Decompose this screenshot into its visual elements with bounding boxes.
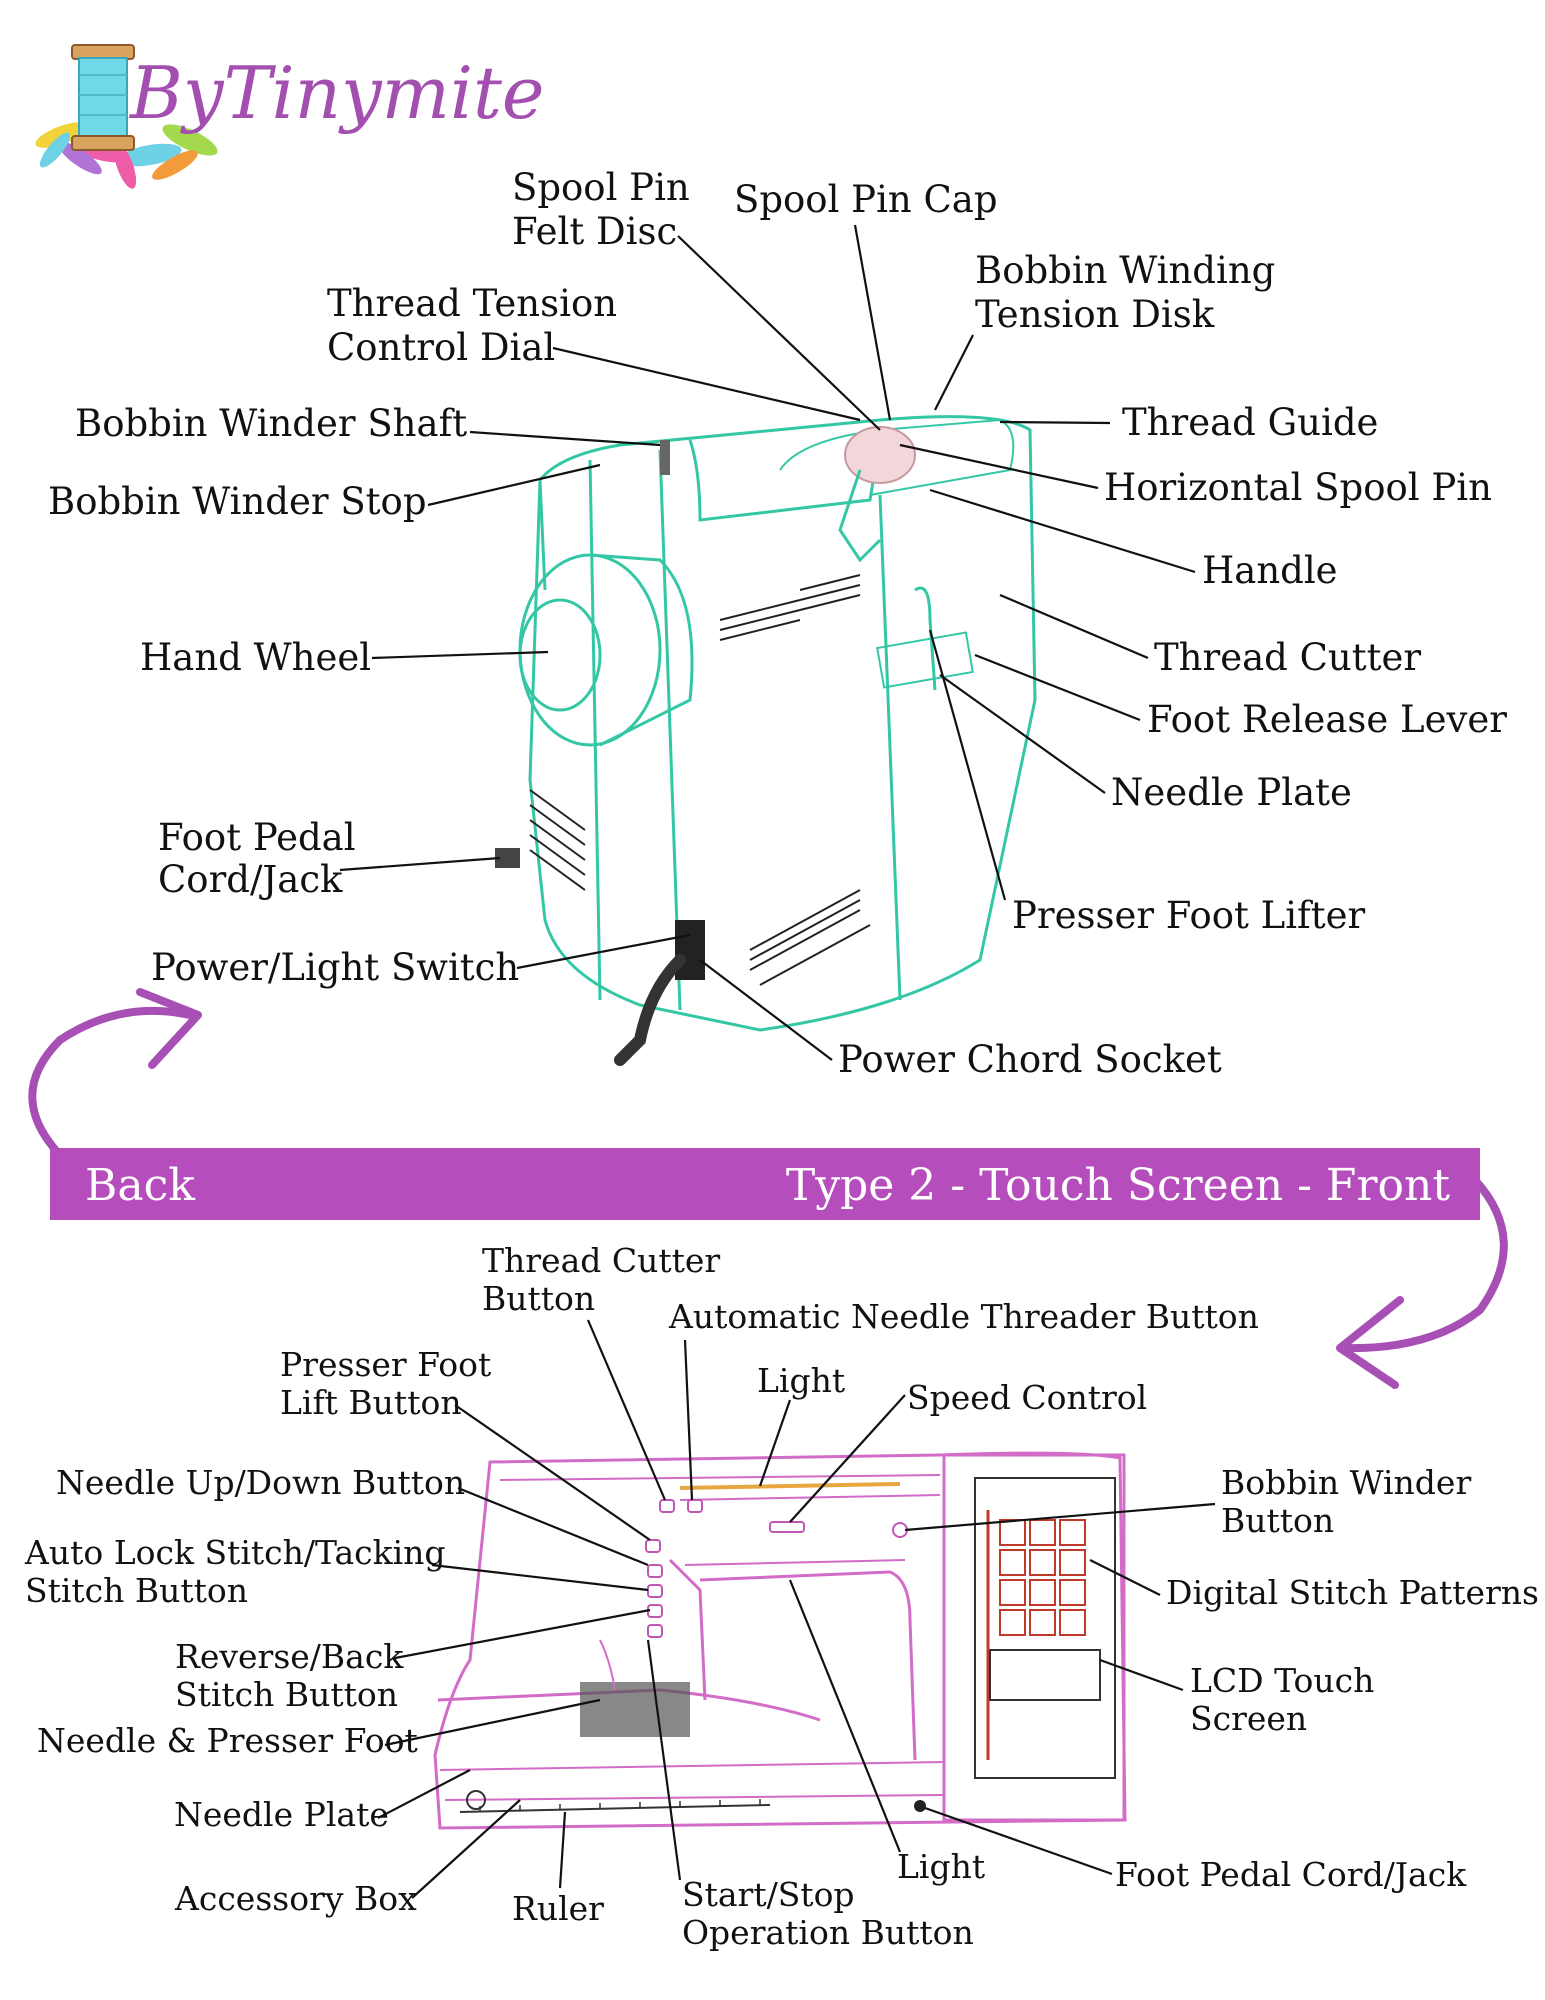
- front-arrow-icon: [1336, 1176, 1508, 1389]
- label-foot-pedal-cord-jack-line2: Cord/Jack: [158, 858, 343, 901]
- front-labels: Thread Cutter Button Automatic Needle Th…: [24, 1241, 1539, 1952]
- label-start-stop-line1: Start/Stop: [682, 1875, 855, 1914]
- label-foot-pedal-cord-jack-line1: Foot Pedal: [158, 816, 356, 859]
- back-machine-illustration: [495, 415, 1037, 1066]
- label-start-stop-line2: Operation Button: [682, 1913, 974, 1952]
- label-presser-foot-lift-button-line2: Lift Button: [280, 1383, 462, 1422]
- label-bobbin-winder-button-line2: Button: [1221, 1501, 1334, 1540]
- label-lcd-touch-screen-line1: LCD Touch: [1190, 1661, 1374, 1700]
- label-ruler: Ruler: [512, 1889, 604, 1928]
- label-bobbin-winder-stop: Bobbin Winder Stop: [48, 480, 427, 523]
- label-thread-tension-control-dial-line2: Control Dial: [327, 326, 555, 369]
- label-thread-tension-control-dial-line1: Thread Tension: [327, 282, 617, 325]
- label-needle-presser-foot: Needle & Presser Foot: [37, 1721, 418, 1760]
- label-power-light-switch: Power/Light Switch: [151, 946, 519, 989]
- spool-icon: [71, 44, 135, 151]
- label-foot-pedal-cord-jack: Foot Pedal Cord/Jack: [1115, 1855, 1467, 1894]
- label-power-chord-socket: Power Chord Socket: [838, 1038, 1222, 1081]
- label-spool-pin-felt-disc-line2: Felt Disc: [512, 210, 677, 253]
- label-bobbin-winder-button-line1: Bobbin Winder: [1221, 1463, 1471, 1502]
- logo: ByTinymite: [35, 44, 545, 189]
- label-speed-control: Speed Control: [907, 1378, 1147, 1417]
- label-automatic-needle-threader-button: Automatic Needle Threader Button: [668, 1297, 1259, 1336]
- front-machine-illustration: [433, 1451, 1127, 1830]
- label-reverse-back-stitch-line1: Reverse/Back: [175, 1637, 404, 1676]
- label-thread-cutter-button-line1: Thread Cutter: [482, 1241, 720, 1280]
- banner-right-text: Type 2 - Touch Screen - Front: [786, 1160, 1450, 1211]
- label-bobbin-winding-tension-disk-line1: Bobbin Winding: [975, 249, 1275, 292]
- label-bobbin-winding-tension-disk-line2: Tension Disk: [975, 293, 1215, 336]
- label-front-needle-plate: Needle Plate: [174, 1795, 389, 1834]
- label-accessory-box: Accessory Box: [174, 1879, 417, 1918]
- label-needle-plate: Needle Plate: [1111, 771, 1352, 814]
- label-presser-foot-lifter: Presser Foot Lifter: [1012, 894, 1365, 937]
- back-leader-lines: [339, 224, 1196, 1061]
- label-bobbin-winder-shaft: Bobbin Winder Shaft: [75, 402, 467, 445]
- label-reverse-back-stitch-line2: Stitch Button: [175, 1675, 398, 1714]
- label-presser-foot-lift-button-line1: Presser Foot: [280, 1345, 491, 1384]
- label-auto-lock-stitch-line2: Stitch Button: [25, 1571, 248, 1610]
- label-horizontal-spool-pin: Horizontal Spool Pin: [1104, 466, 1492, 509]
- label-thread-guide: Thread Guide: [1122, 401, 1378, 444]
- banner-left-text: Back: [85, 1160, 195, 1211]
- front-leader-lines: [377, 1319, 1216, 1899]
- label-foot-release-lever: Foot Release Lever: [1147, 698, 1507, 741]
- label-light-bottom: Light: [897, 1847, 985, 1886]
- label-auto-lock-stitch-line1: Auto Lock Stitch/Tacking: [24, 1533, 446, 1572]
- label-lcd-touch-screen-line2: Screen: [1190, 1699, 1307, 1738]
- back-arrow-icon: [28, 988, 202, 1169]
- label-digital-stitch-patterns: Digital Stitch Patterns: [1166, 1573, 1539, 1612]
- label-spool-pin-cap: Spool Pin Cap: [734, 178, 998, 221]
- label-thread-cutter-button-line2: Button: [482, 1279, 595, 1318]
- section-banner: Back Type 2 - Touch Screen - Front: [50, 1148, 1480, 1220]
- back-labels: Spool Pin Felt Disc Spool Pin Cap Bobbin…: [48, 166, 1507, 1081]
- label-needle-up-down-button: Needle Up/Down Button: [56, 1463, 465, 1502]
- label-spool-pin-felt-disc-line1: Spool Pin: [512, 166, 690, 209]
- label-thread-cutter: Thread Cutter: [1154, 636, 1421, 679]
- label-light-top: Light: [757, 1361, 845, 1400]
- label-hand-wheel: Hand Wheel: [140, 636, 371, 679]
- logo-text: ByTinymite: [128, 51, 545, 135]
- label-handle: Handle: [1202, 549, 1338, 592]
- banner-bar: [50, 1148, 1480, 1220]
